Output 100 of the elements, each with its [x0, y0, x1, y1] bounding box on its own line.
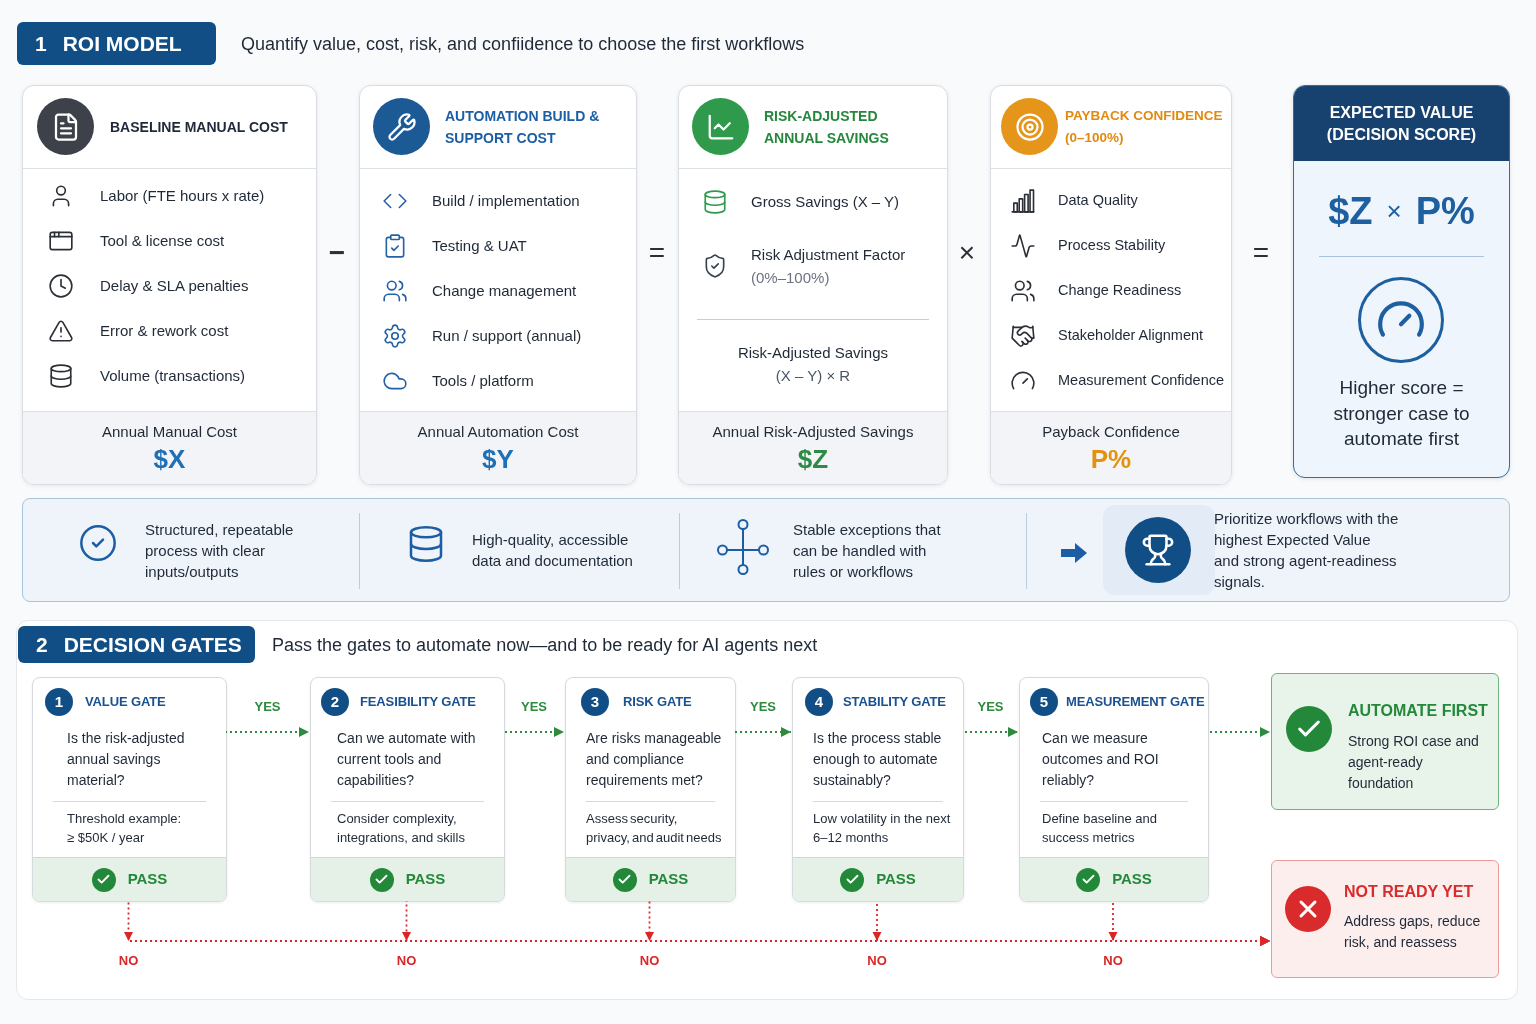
question-text: Can we measure outcomes and ROI reliably?: [1042, 729, 1160, 790]
gate-card: [565, 677, 736, 902]
gate-card: [1019, 677, 1209, 902]
result-card: [1271, 860, 1499, 978]
question-text: Is the risk-adjusted annual savings material?: [67, 729, 186, 790]
total-value: P%: [1090, 443, 1132, 475]
step-number: 2: [321, 688, 349, 716]
status-text: PASS: [648, 869, 689, 890]
gate-card: [310, 677, 505, 902]
operator-sign: =: [1251, 236, 1271, 270]
operator-sign: =: [647, 236, 667, 270]
list-item: Build / implementation: [432, 191, 580, 211]
status-text: PASS: [1112, 869, 1152, 890]
step-number: 4: [805, 688, 833, 716]
list-item: Stakeholder Alignment: [1058, 326, 1204, 345]
status-text: PASS: [876, 869, 916, 890]
gate-title: VALUE GATE: [85, 693, 166, 711]
cost-card: [359, 85, 637, 485]
dotted-arrow: [1207, 727, 1271, 737]
list-item: Change Readiness: [1058, 281, 1182, 300]
formula-text: Risk-Adjusted Savings: [737, 343, 889, 363]
list-item: Data Quality: [1058, 191, 1138, 210]
band-text: Prioritize workflows with the highest Expected Value and strong agent-readiness signals.: [1214, 509, 1400, 592]
operator-sign: ×: [1386, 196, 1402, 226]
section-badge: [18, 626, 255, 663]
gate-title: FEASIBILITY GATE: [360, 693, 476, 711]
formula-text: (X – Y) × R: [775, 366, 851, 386]
section-badge: [17, 22, 216, 65]
list-item: Gross Savings (X – Y): [751, 192, 900, 212]
section-title: DECISION GATES: [63, 631, 242, 658]
total-value: $Y: [482, 443, 514, 475]
result-text: Strong ROI case and agent-ready foundation: [1348, 732, 1480, 793]
note-text: Threshold example: ≥ $50K / year: [67, 810, 183, 847]
total-label: Annual Automation Cost: [417, 422, 579, 442]
cost-card: [22, 85, 317, 485]
result-text: Address gaps, reduce risk, and reassess: [1344, 912, 1482, 952]
card-title: RISK-ADJUSTED ANNUAL SAVINGS: [764, 107, 890, 148]
gate-title: RISK GATE: [623, 693, 692, 711]
list-item: Labor (FTE hours x rate): [100, 186, 265, 206]
formula-term: $Z: [1328, 189, 1373, 233]
list-item: Run / support (annual): [432, 326, 582, 346]
confidence-card: [990, 85, 1232, 485]
card-title: AUTOMATION BUILD & SUPPORT COST: [445, 107, 601, 148]
list-item: Volume (transactions): [100, 366, 246, 386]
list-item: Error & rework cost: [100, 321, 229, 341]
question-text: Are risks manageable and compliance requirements met?: [586, 729, 723, 790]
operator-sign: ×: [957, 236, 977, 270]
band-text: Structured, repeatable process with clear inputs/outputs: [145, 519, 295, 582]
note-text: Low volatility in the next 6–12 months: [813, 810, 952, 847]
list-item: Delay & SLA penalties: [100, 276, 249, 296]
total-label: Annual Risk-Adjusted Savings: [712, 422, 914, 442]
gate-card: [32, 677, 227, 902]
step-number: 1: [45, 688, 73, 716]
dotted-arrow: [962, 727, 1019, 737]
status-text: PASS: [127, 869, 168, 890]
score-card: [1293, 85, 1510, 478]
note-text: Higher score = stronger case to automate first: [1332, 376, 1471, 451]
list-item: Tools / platform: [432, 371, 534, 391]
result-title: NOT READY YET: [1344, 882, 1474, 902]
note-text: Consider complexity, integrations, and skills: [337, 810, 466, 847]
total-label: Payback Confidence: [1042, 422, 1180, 442]
card-title: PAYBACK CONFIDENCE (0–100%): [1065, 107, 1224, 147]
info-band: [22, 498, 1510, 602]
section-title: ROI MODEL: [62, 30, 182, 57]
list-item: Process Stability: [1058, 236, 1166, 255]
list-item: Risk Adjustment Factor: [751, 245, 906, 265]
result-title: AUTOMATE FIRST: [1348, 701, 1488, 721]
list-item: (0%–100%): [751, 268, 831, 288]
dotted-arrow: [1108, 900, 1271, 946]
band-text: High-quality, accessible data and documentation: [472, 530, 634, 571]
status-text: PASS: [405, 869, 446, 890]
gate-card: [792, 677, 964, 902]
band-text: Stable exceptions that can be handled with rules or workflows: [793, 519, 942, 582]
note-text: Define baseline and success metrics: [1042, 810, 1158, 847]
section-panel: [16, 620, 1518, 1000]
card-title: EXPECTED VALUE (DECISION SCORE): [1325, 102, 1478, 145]
subtitle: Quantify value, cost, risk, and confiidence to choose the first workflows: [241, 33, 805, 56]
question-text: Is the process stable enough to automate sustainably?: [813, 729, 943, 790]
step-number: 5: [1030, 688, 1058, 716]
subtitle: Pass the gates to automate now—and to be ready for AI agents next: [272, 634, 818, 657]
note-text: Assess security, privacy, and audit needs: [586, 810, 723, 847]
section-number: 2: [36, 631, 48, 658]
question-text: Can we automate with current tools and capabilities?: [337, 729, 477, 790]
dotted-arrow: [503, 727, 565, 737]
formula-term: P%: [1415, 189, 1475, 233]
result-card: [1271, 673, 1499, 810]
step-number: 3: [581, 688, 609, 716]
dotted-arrow: [734, 727, 792, 737]
gate-title: STABILITY GATE: [843, 693, 946, 711]
list-item: Testing & UAT: [432, 236, 527, 256]
total-label: Annual Manual Cost: [101, 422, 238, 442]
operator-sign: −: [327, 236, 347, 270]
dotted-arrow: [225, 727, 310, 737]
total-value: $X: [153, 443, 186, 475]
total-value: $Z: [797, 443, 829, 475]
card-title: BASELINE MANUAL COST: [110, 118, 288, 137]
list-item: Tool & license cost: [100, 231, 225, 251]
section-number: 1: [35, 30, 47, 57]
list-item: Measurement Confidence: [1058, 371, 1225, 390]
savings-card: [678, 85, 948, 485]
